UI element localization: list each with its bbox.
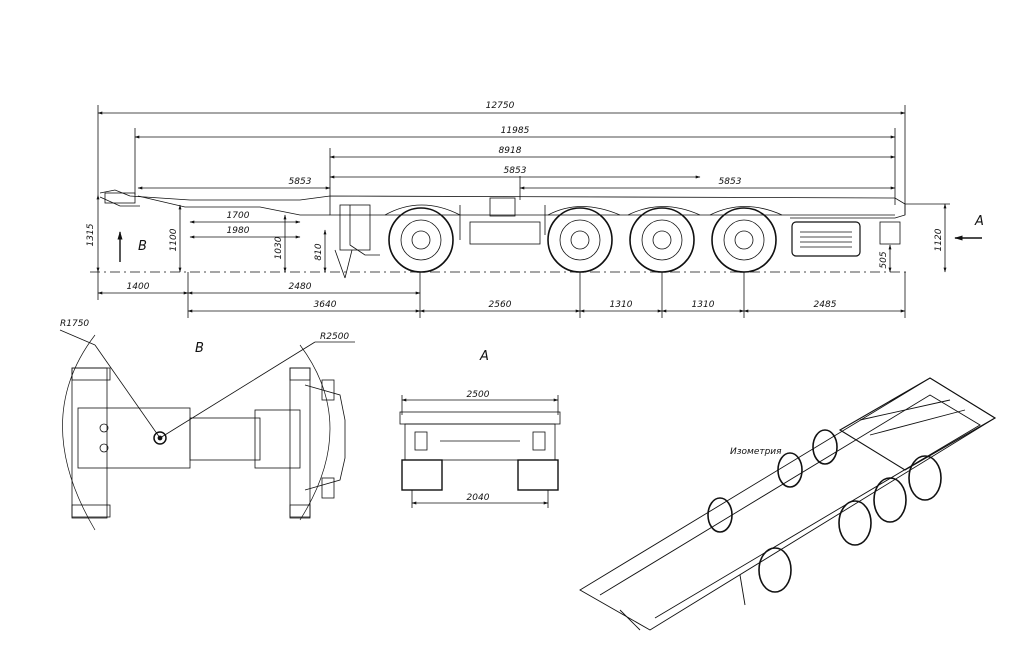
dim-frame-length: 11985: [501, 126, 530, 136]
dim-1310-a: 1310: [610, 300, 633, 310]
view-a-title: A: [479, 349, 489, 364]
dim-span-front: 5853: [289, 177, 312, 187]
view-a-width-2040: 2040: [467, 493, 490, 503]
side-view: [90, 105, 982, 318]
dim-height-1030: 1030: [274, 236, 284, 259]
view-b-radius-r1750: R1750: [60, 319, 89, 329]
dim-2560: 2560: [489, 300, 512, 310]
wheels: [388, 207, 777, 273]
dim-height-1100: 1100: [169, 228, 179, 251]
view-b-title: B: [195, 341, 204, 356]
isometric-caption: Изометрия: [730, 447, 782, 457]
dim-1980: 1980: [227, 226, 250, 236]
dim-span-rear: 5853: [719, 177, 742, 187]
dim-3640: 3640: [314, 300, 337, 310]
view-b: [59, 329, 355, 531]
dim-2485: 2485: [814, 300, 837, 310]
dim-height-1315: 1315: [86, 223, 96, 246]
dim-deck-length: 8918: [499, 146, 522, 156]
dim-2480: 2480: [289, 282, 312, 292]
isometric-view: [579, 377, 997, 631]
dim-1310-b: 1310: [692, 300, 715, 310]
view-a-arrow-label: A: [974, 214, 984, 229]
view-b-arrow-label: B: [138, 239, 147, 254]
view-b-radius-r2500: R2500: [320, 332, 349, 342]
dim-span-middle: 5853: [504, 166, 527, 176]
view-a-width-2500: 2500: [467, 390, 490, 400]
view-a: [399, 395, 561, 508]
dim-1400: 1400: [127, 282, 150, 292]
dim-height-1120: 1120: [934, 228, 944, 251]
dim-overall-length: 12750: [486, 101, 515, 111]
dim-height-810: 810: [314, 243, 324, 260]
iso-wheels: [707, 429, 942, 593]
dim-1700: 1700: [227, 211, 250, 221]
dim-height-505: 505: [879, 251, 889, 268]
